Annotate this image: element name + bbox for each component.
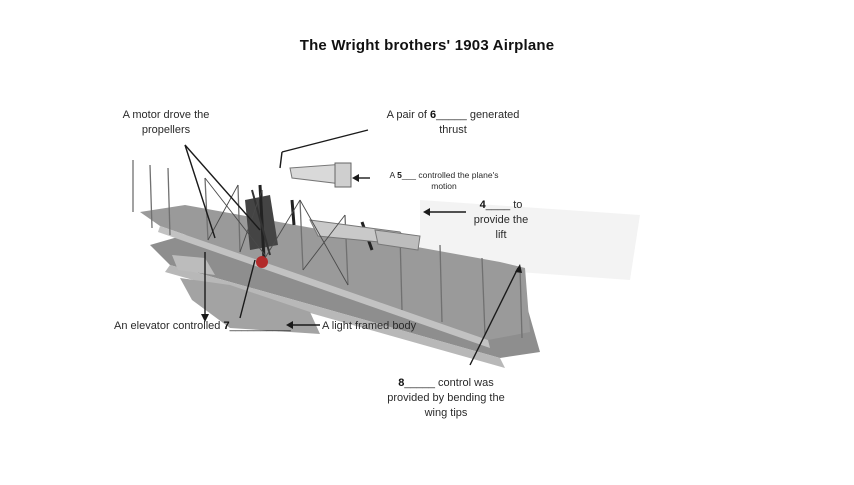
label-wing-warping: 8_____ control was provided by bending t…	[387, 377, 505, 419]
leader-lines	[184, 129, 519, 366]
label-elevator: An elevator controlled 7__________	[114, 320, 291, 332]
label-propellers: A pair of 6_____ generated thrust	[386, 109, 520, 136]
leader-wing-warp	[469, 267, 519, 366]
engine-and-propellers	[245, 184, 421, 268]
label-motor: A motor drove the propellers	[100, 108, 232, 138]
label-frame: A light framed body	[322, 320, 417, 332]
blank-5[interactable]: ___	[401, 170, 417, 180]
blank-number-8: 8	[398, 377, 405, 389]
blank-8[interactable]: _____	[404, 377, 435, 389]
blank-number-5: 5	[397, 170, 402, 180]
leader-motor-2	[184, 144, 216, 239]
leader-elevator-2	[239, 259, 256, 319]
leader-propellers-tick	[279, 151, 283, 169]
upper-wing-underside	[158, 226, 490, 348]
leader-propellers	[281, 129, 369, 153]
leader-arrowheads	[201, 174, 522, 329]
diagram-title: The Wright brothers' 1903 Airplane	[299, 37, 555, 54]
blank-number-4: 4	[479, 199, 486, 211]
wing-struts	[132, 160, 523, 339]
label-rudder: A 5___ controlled the plane's motion	[389, 170, 499, 191]
label-motor-line2: propellers	[141, 124, 191, 136]
blank-number-7: 7	[223, 320, 230, 332]
upper-wing	[140, 205, 530, 340]
label-lift: 4____ to provide the lift	[473, 199, 529, 241]
rudder	[289, 162, 352, 188]
lower-wing-edge	[165, 265, 505, 368]
blank-7[interactable]: __________	[229, 320, 291, 332]
elevator	[172, 255, 320, 334]
blank-number-6: 6	[430, 109, 437, 121]
blank-4[interactable]: ____	[485, 199, 511, 211]
label-motor-line1: A motor drove the	[122, 109, 210, 121]
leader-motor-1	[184, 144, 261, 231]
blank-6[interactable]: _____	[436, 109, 467, 121]
